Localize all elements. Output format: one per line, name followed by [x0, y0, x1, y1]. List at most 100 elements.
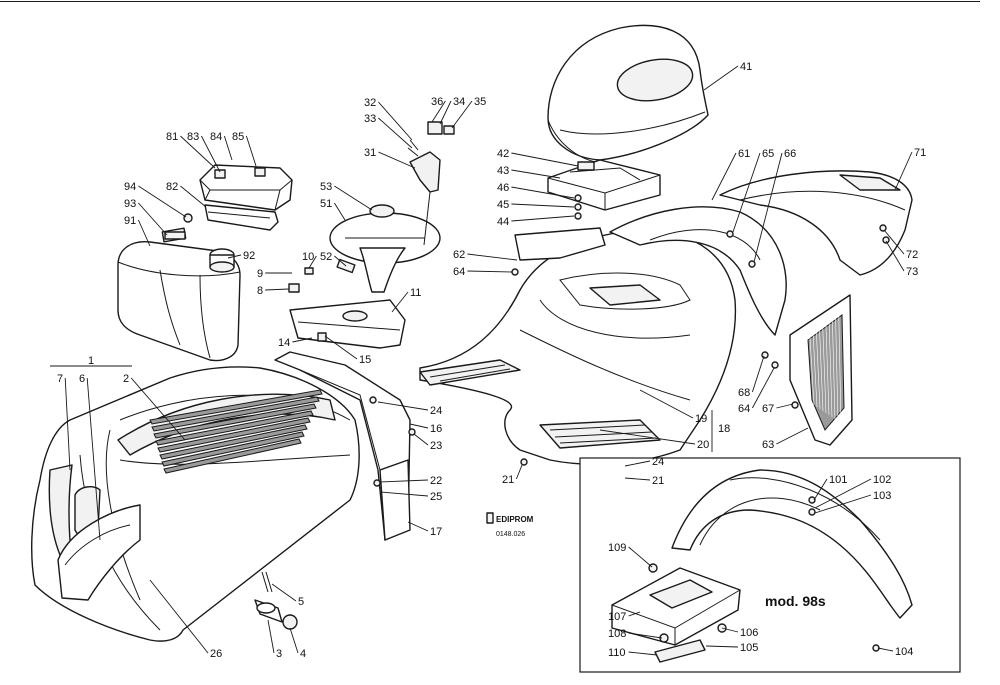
hood-vent-slat — [155, 410, 314, 446]
leader-line-104 — [877, 647, 894, 652]
leader-line-3 — [267, 619, 275, 654]
part-label-106: 106 — [740, 627, 758, 639]
drawing-code: 0148.026 — [496, 531, 525, 538]
leader-line-46 — [511, 186, 575, 199]
leader-line-108 — [628, 632, 663, 639]
leader-line-21 — [515, 464, 523, 480]
part-label-85: 85 — [232, 131, 244, 143]
part-label-19: 19 — [695, 413, 707, 425]
part-label-72: 72 — [906, 249, 918, 261]
inset-fender — [671, 469, 913, 619]
leader-line-72 — [883, 229, 905, 255]
leader-line-62 — [467, 253, 518, 261]
seat-bracket — [547, 159, 661, 211]
part-label-14: 14 — [278, 337, 290, 349]
part-label-21: 21 — [652, 475, 664, 487]
leader-line-64 — [467, 270, 513, 273]
hood-vent-slat — [159, 424, 308, 460]
part-label-17: 17 — [430, 526, 442, 538]
leader-line-44 — [511, 215, 575, 222]
part-label-25: 25 — [430, 491, 442, 503]
leader-line-51 — [334, 202, 346, 221]
part-label-73: 73 — [906, 266, 918, 278]
part-label-26: 26 — [210, 648, 222, 660]
part-label-66: 66 — [784, 148, 796, 160]
leader-line-66 — [753, 152, 783, 263]
leader-line-10 — [308, 255, 317, 269]
part-label-46: 46 — [497, 182, 509, 194]
part-label-24: 24 — [652, 456, 664, 468]
leader-line-103 — [814, 494, 872, 514]
part-label-68: 68 — [738, 387, 750, 399]
leader-line-61 — [711, 152, 737, 201]
leader-line-85 — [245, 135, 257, 167]
part-label-4: 4 — [300, 648, 306, 660]
part-label-6: 6 — [79, 373, 85, 385]
hood-vent-slat — [151, 396, 320, 432]
part-label-44: 44 — [497, 216, 509, 228]
control-box — [199, 164, 293, 231]
leader-line-32 — [378, 101, 413, 141]
fuel-tank — [117, 227, 241, 362]
leader-line-34 — [439, 100, 452, 125]
leader-line-15 — [324, 335, 358, 360]
grille-line — [832, 321, 836, 420]
hood-vents — [149, 389, 323, 474]
part-label-84: 84 — [210, 131, 222, 143]
seat — [547, 24, 709, 163]
leader-line-24 — [377, 401, 429, 411]
part-label-8: 8 — [257, 285, 263, 297]
leader-line-71 — [894, 151, 913, 191]
leader-line-6 — [86, 377, 101, 541]
part-label-105: 105 — [740, 642, 758, 654]
leader-line-45 — [511, 203, 575, 208]
leader-line-106 — [721, 627, 739, 633]
side-grille — [807, 314, 845, 431]
leader-line-23 — [413, 433, 429, 446]
leader-line-11 — [391, 291, 409, 313]
part-label-22: 22 — [430, 475, 442, 487]
leader-line-110 — [628, 651, 658, 656]
leader-line-2 — [130, 377, 186, 441]
part-label-7: 7 — [57, 373, 63, 385]
part-label-104: 104 — [895, 646, 913, 658]
part-label-108: 108 — [608, 628, 626, 640]
part-label-20: 20 — [697, 439, 709, 451]
steering-wheel — [329, 212, 441, 293]
leader-line-84 — [223, 135, 233, 161]
part-label-36: 36 — [431, 96, 443, 108]
leader-line-33 — [378, 117, 413, 149]
grille-line — [825, 325, 830, 416]
part-label-32: 32 — [364, 97, 376, 109]
part-label-10: 10 — [302, 251, 314, 263]
leader-line-83 — [201, 135, 221, 173]
part-label-31: 31 — [364, 147, 376, 159]
hood-vent-slat — [149, 389, 323, 425]
part-label-102: 102 — [873, 474, 891, 486]
fender-body — [419, 227, 737, 465]
part-label-107: 107 — [608, 611, 626, 623]
part-label-1: 1 — [88, 355, 94, 367]
leader-line-102 — [814, 478, 872, 509]
part-label-53: 53 — [320, 181, 332, 193]
leader-line-92 — [227, 254, 242, 259]
hood-vent-slat — [153, 403, 317, 439]
part-label-81: 81 — [166, 131, 178, 143]
leader-line-5 — [271, 583, 297, 602]
part-label-62: 62 — [453, 249, 465, 261]
leader-line-43 — [511, 169, 561, 179]
hood — [31, 366, 360, 642]
part-label-67: 67 — [762, 403, 774, 415]
side-panel — [789, 294, 853, 446]
leader-lines — [50, 65, 913, 656]
leader-line-109 — [628, 546, 653, 568]
leader-line-105 — [705, 645, 739, 648]
part-label-103: 103 — [873, 490, 891, 502]
part-label-35: 35 — [474, 96, 486, 108]
grille-line — [816, 333, 821, 410]
leader-line-101 — [813, 478, 828, 501]
leader-line-53 — [334, 185, 373, 211]
